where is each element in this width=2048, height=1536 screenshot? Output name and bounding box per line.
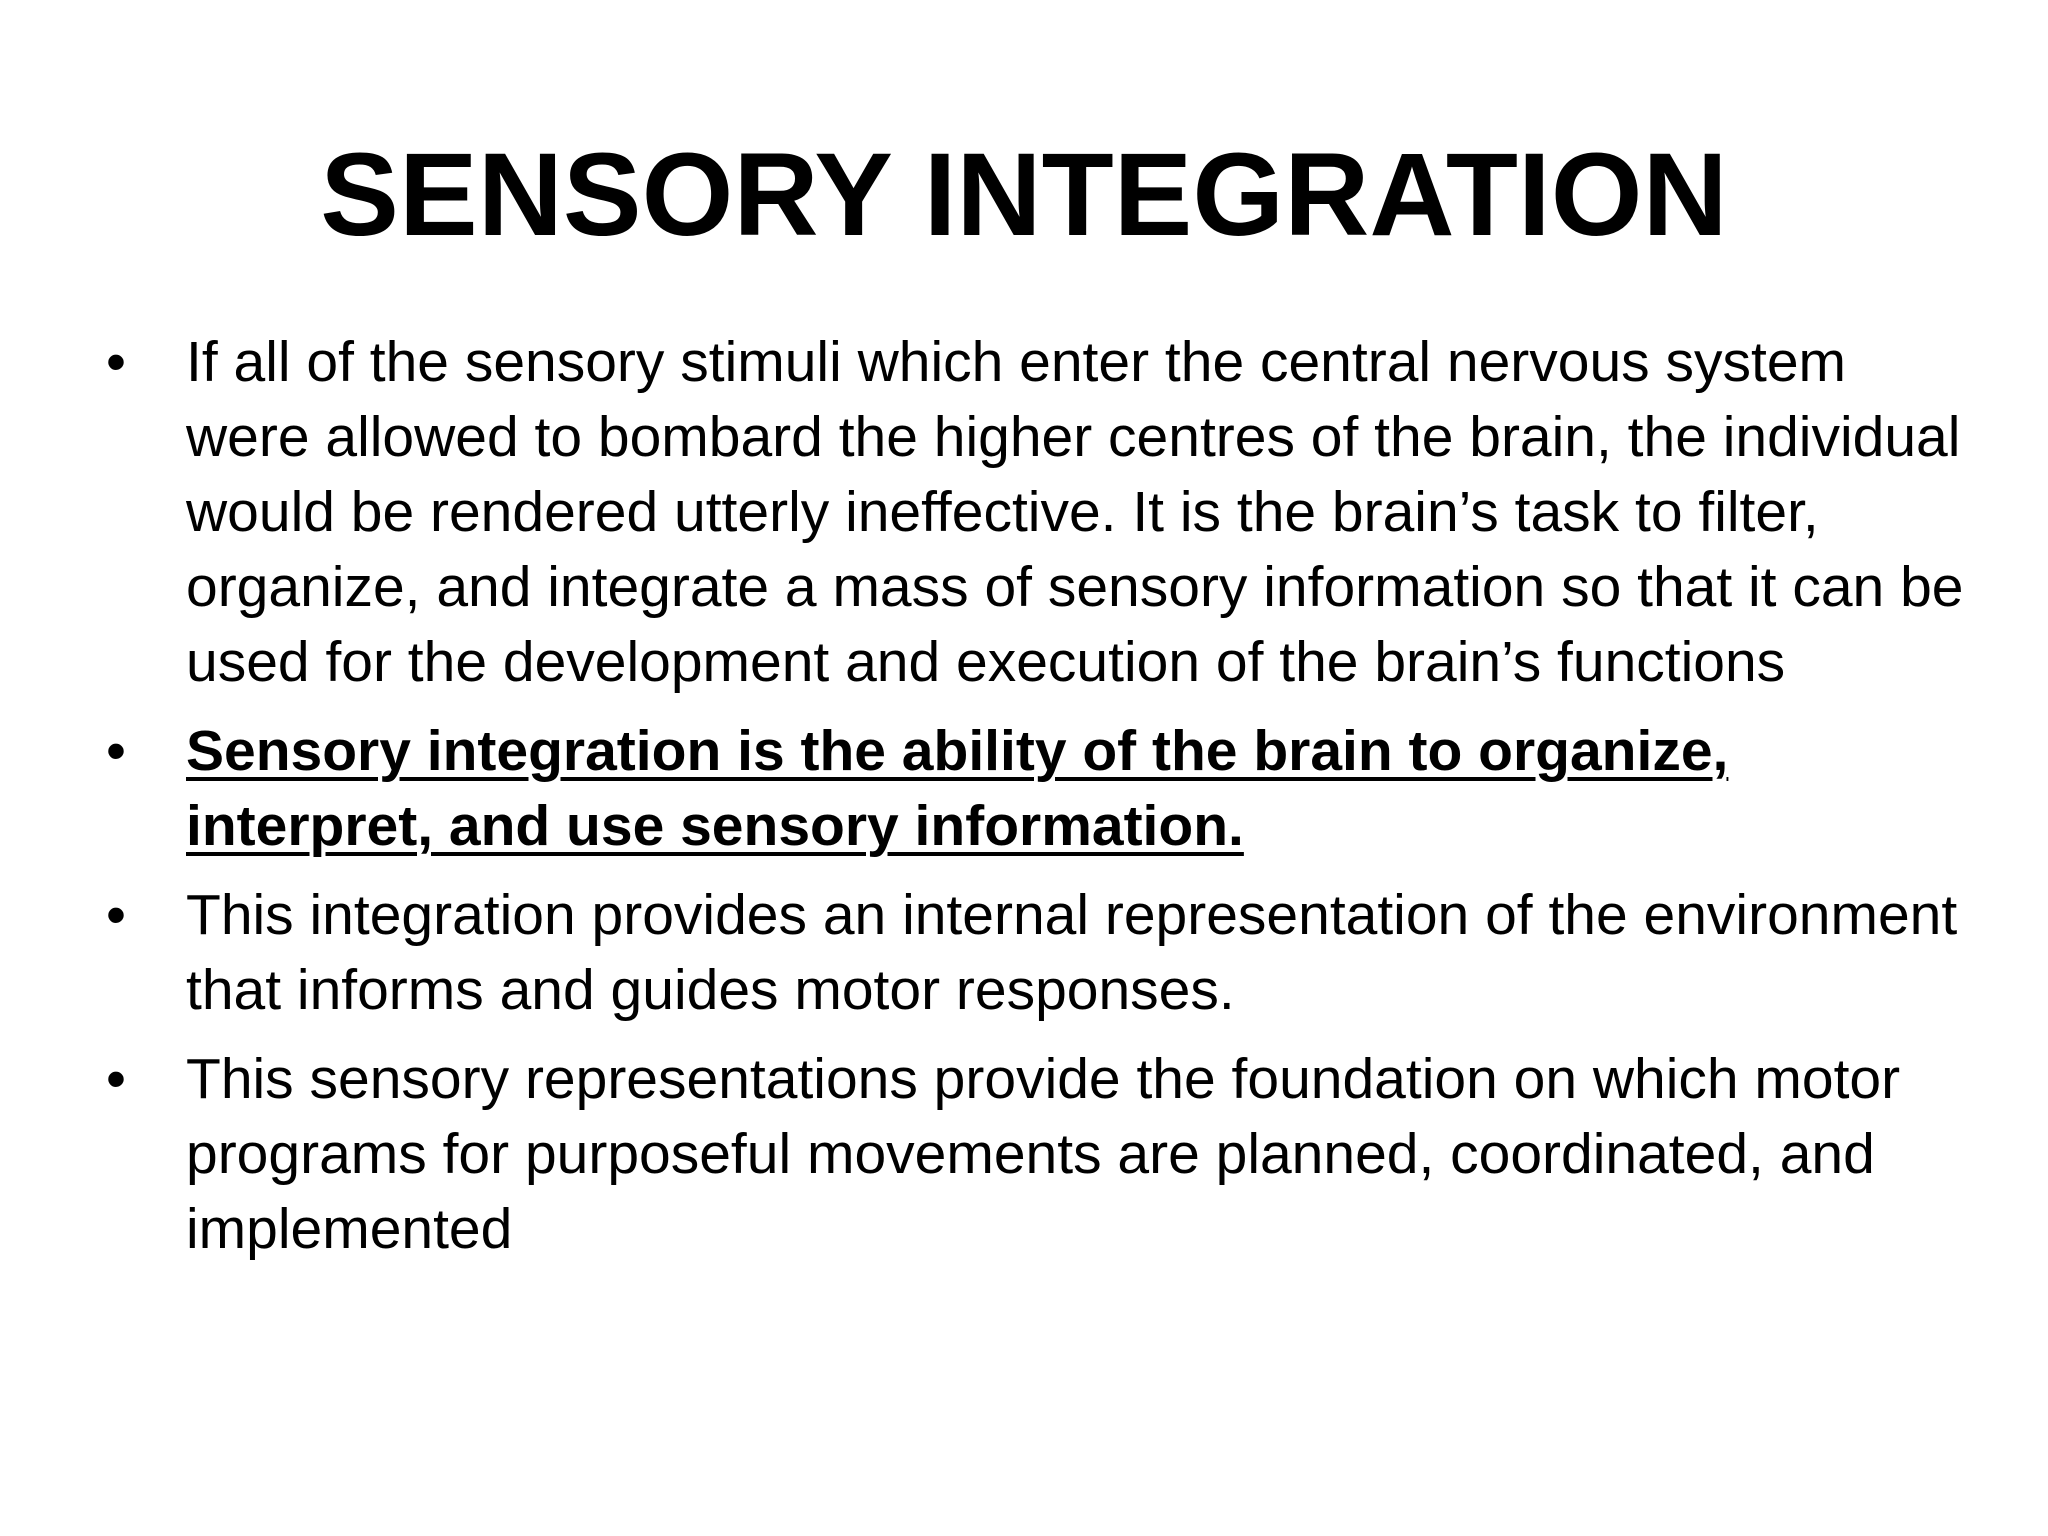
bullet-item: • If all of the sensory stimuli which en… bbox=[100, 325, 1980, 700]
bullet-dot-icon: • bbox=[106, 883, 126, 947]
bullet-item: • Sensory integration is the ability of … bbox=[100, 714, 1980, 864]
bullet-text: This integration provides an internal re… bbox=[186, 883, 1958, 1022]
bullet-list: • If all of the sensory stimuli which en… bbox=[100, 325, 1980, 1281]
slide-title: SENSORY INTEGRATION bbox=[320, 129, 1728, 261]
bullet-item: • This sensory representations provide t… bbox=[100, 1042, 1980, 1267]
bullet-text: If all of the sensory stimuli which ente… bbox=[186, 330, 1964, 694]
bullet-dot-icon: • bbox=[106, 1047, 126, 1111]
bullet-text: This sensory representations provide the… bbox=[186, 1047, 1901, 1261]
bullet-text-emphasized: Sensory integration is the ability of th… bbox=[186, 719, 1729, 858]
bullet-dot-icon: • bbox=[106, 330, 126, 394]
bullet-dot-icon: • bbox=[106, 719, 126, 783]
bullet-item: • This integration provides an internal … bbox=[100, 878, 1980, 1028]
